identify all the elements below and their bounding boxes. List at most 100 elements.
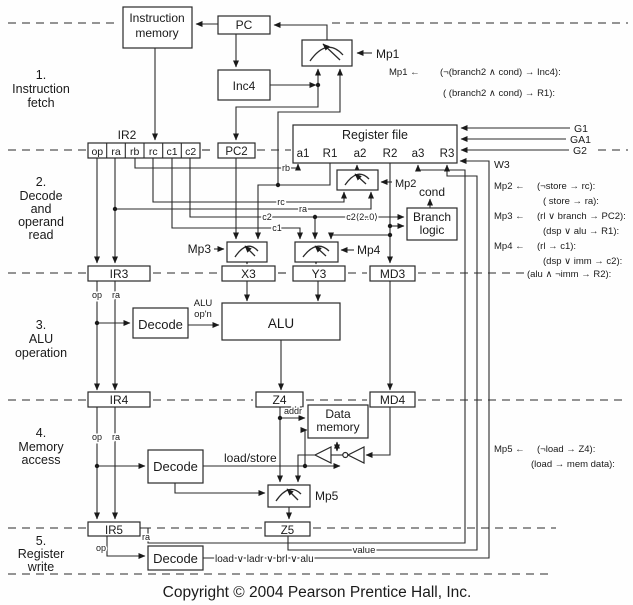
stage-2-word-2: and [31, 202, 52, 216]
stage-5-word-2: write [27, 560, 54, 574]
rf-port-a1: a1 [297, 148, 310, 160]
stage-2-word-4: read [28, 228, 53, 242]
mp1-annotation-line-2: ( (branch2 ∧ cond) → R1): [443, 88, 555, 99]
inc4-box [217, 69, 271, 101]
y3-register-box [292, 265, 346, 282]
ir2-field-c2: c2 [185, 146, 196, 158]
stage-4-word-2: access [22, 453, 61, 467]
stage-2-word-1: Decode [19, 189, 62, 203]
mux-annotations: Mp1 ← (¬(branch2 ∧ cond) → Inc4): ( (bra… [389, 67, 626, 470]
stage-4-word-1: Memory [18, 440, 64, 454]
mp2-annotation-line-2: ( store → ra): [543, 196, 599, 207]
pc2-register-box [217, 142, 256, 159]
ir2-field-ra: ra [111, 146, 120, 158]
z4-label: Z4 [272, 393, 286, 407]
register-file-label: Register file [342, 128, 408, 142]
rf-port-a3: a3 [412, 148, 425, 160]
mp5-annotation-head: Mp5 ← [494, 444, 525, 455]
data-memory-label-1: Data [325, 407, 351, 421]
ir4-op-label: op [92, 432, 102, 442]
stage-3-word-1: ALU [29, 332, 53, 346]
register-file-inputs: G1 GA1 G2 W3 [494, 123, 591, 171]
c2-wire-label: c2 [262, 212, 272, 222]
g1-label: G1 [574, 123, 588, 135]
md3-register-box [369, 265, 416, 282]
datapath-boxes [87, 6, 458, 571]
register-file-box [292, 124, 458, 164]
alu-box [221, 302, 341, 341]
mp3-mux [226, 241, 268, 263]
stage-2-number: 2. [36, 175, 46, 189]
decode3-box [132, 307, 189, 339]
stage-1-word-1: Instruction [12, 82, 70, 96]
copyright-text: Copyright © 2004 Pearson Prentice Hall, … [163, 584, 472, 601]
buffer-inverter-bubble-icon [342, 451, 349, 459]
value-label: value [353, 545, 376, 556]
alu-opn-label-2: op'n [194, 309, 212, 320]
mp5-mux [267, 484, 311, 508]
decode3-label: Decode [138, 317, 183, 332]
stage-labels: 1. Instruction fetch 2. Decode and opera… [12, 68, 70, 574]
md3-label: MD3 [380, 267, 406, 281]
ir5-ra-label: ra [142, 532, 150, 542]
ra-wire-label: ra [299, 204, 307, 214]
x3-register-box [221, 265, 276, 282]
ir2-label: IR2 [118, 128, 137, 142]
stage-3-number: 3. [36, 318, 46, 332]
mp4-annotation-line-3: (alu ∧ ¬imm → R2): [527, 269, 611, 280]
w3-expression-label: load ∨ ladr ∨ brl ∨ alu [215, 554, 314, 565]
branch-logic-label-1: Branch [413, 210, 451, 224]
md4-label: MD4 [380, 393, 406, 407]
ir2-field-c1: c1 [166, 146, 177, 158]
stage-4-number: 4. [36, 426, 46, 440]
ir4-register-box [87, 391, 151, 408]
ir4-ra-label: ra [112, 432, 120, 442]
ir3-op-label: op [92, 290, 102, 300]
alu-opn-label-1: ALU [194, 298, 213, 309]
pc-label: PC [236, 18, 253, 32]
load-tristate-buffer-icon [313, 446, 332, 464]
ir2-field-rc: rc [149, 146, 158, 158]
rb-wire-label: rb [282, 163, 290, 173]
mp5-label: Mp5 [315, 489, 339, 503]
z5-register-box [264, 521, 311, 537]
mp1-mux [301, 39, 353, 67]
tristate-buffers [313, 446, 365, 464]
decode5-box [147, 545, 204, 571]
stage-2-word-3: operand [18, 215, 64, 229]
instruction-memory-label-1: Instruction [129, 11, 184, 25]
rf-port-a2: a2 [354, 148, 367, 160]
stage-1-number: 1. [36, 68, 46, 82]
ir3-ra-label: ra [112, 290, 120, 300]
g2-label: G2 [573, 145, 587, 157]
decode5-label: Decode [153, 551, 198, 566]
ir5-register-box [87, 521, 141, 537]
rc-wire-label: rc [277, 197, 285, 207]
md4-register-box [369, 391, 416, 408]
w3-label: W3 [494, 159, 510, 171]
mp4-label: Mp4 [357, 243, 381, 257]
mp3-annotation-head: Mp3 ← [494, 211, 525, 222]
y3-label: Y3 [312, 267, 327, 281]
mp5-annotation-line-1: (¬load → Z4): [537, 444, 595, 455]
mp2-label: Mp2 [395, 178, 416, 190]
ir3-register-box [87, 265, 151, 282]
data-memory-label-2: memory [316, 420, 359, 434]
pc2-label: PC2 [225, 146, 247, 158]
stage-5-word-1: Register [18, 547, 65, 561]
ir5-op-label: op [96, 543, 106, 553]
ir3-label: IR3 [110, 267, 129, 281]
wire-junctions [94, 82, 393, 469]
mp3-label: Mp3 [188, 242, 212, 256]
mp5-annotation-line-2: (load → mem data): [531, 459, 615, 470]
mux-labels: Mp1 Mp2 Mp3 Mp4 Mp5 [188, 47, 417, 503]
instruction-memory-box [122, 6, 193, 49]
x3-label: X3 [241, 267, 256, 281]
mp4-mux [294, 241, 339, 263]
multiplexers [226, 39, 379, 508]
addr-label: addr [284, 406, 302, 416]
mp4-annotation-line-1: (rl → c1): [537, 241, 576, 252]
ir2-field-op: op [91, 146, 103, 158]
load-store-label: load/store [224, 451, 277, 465]
